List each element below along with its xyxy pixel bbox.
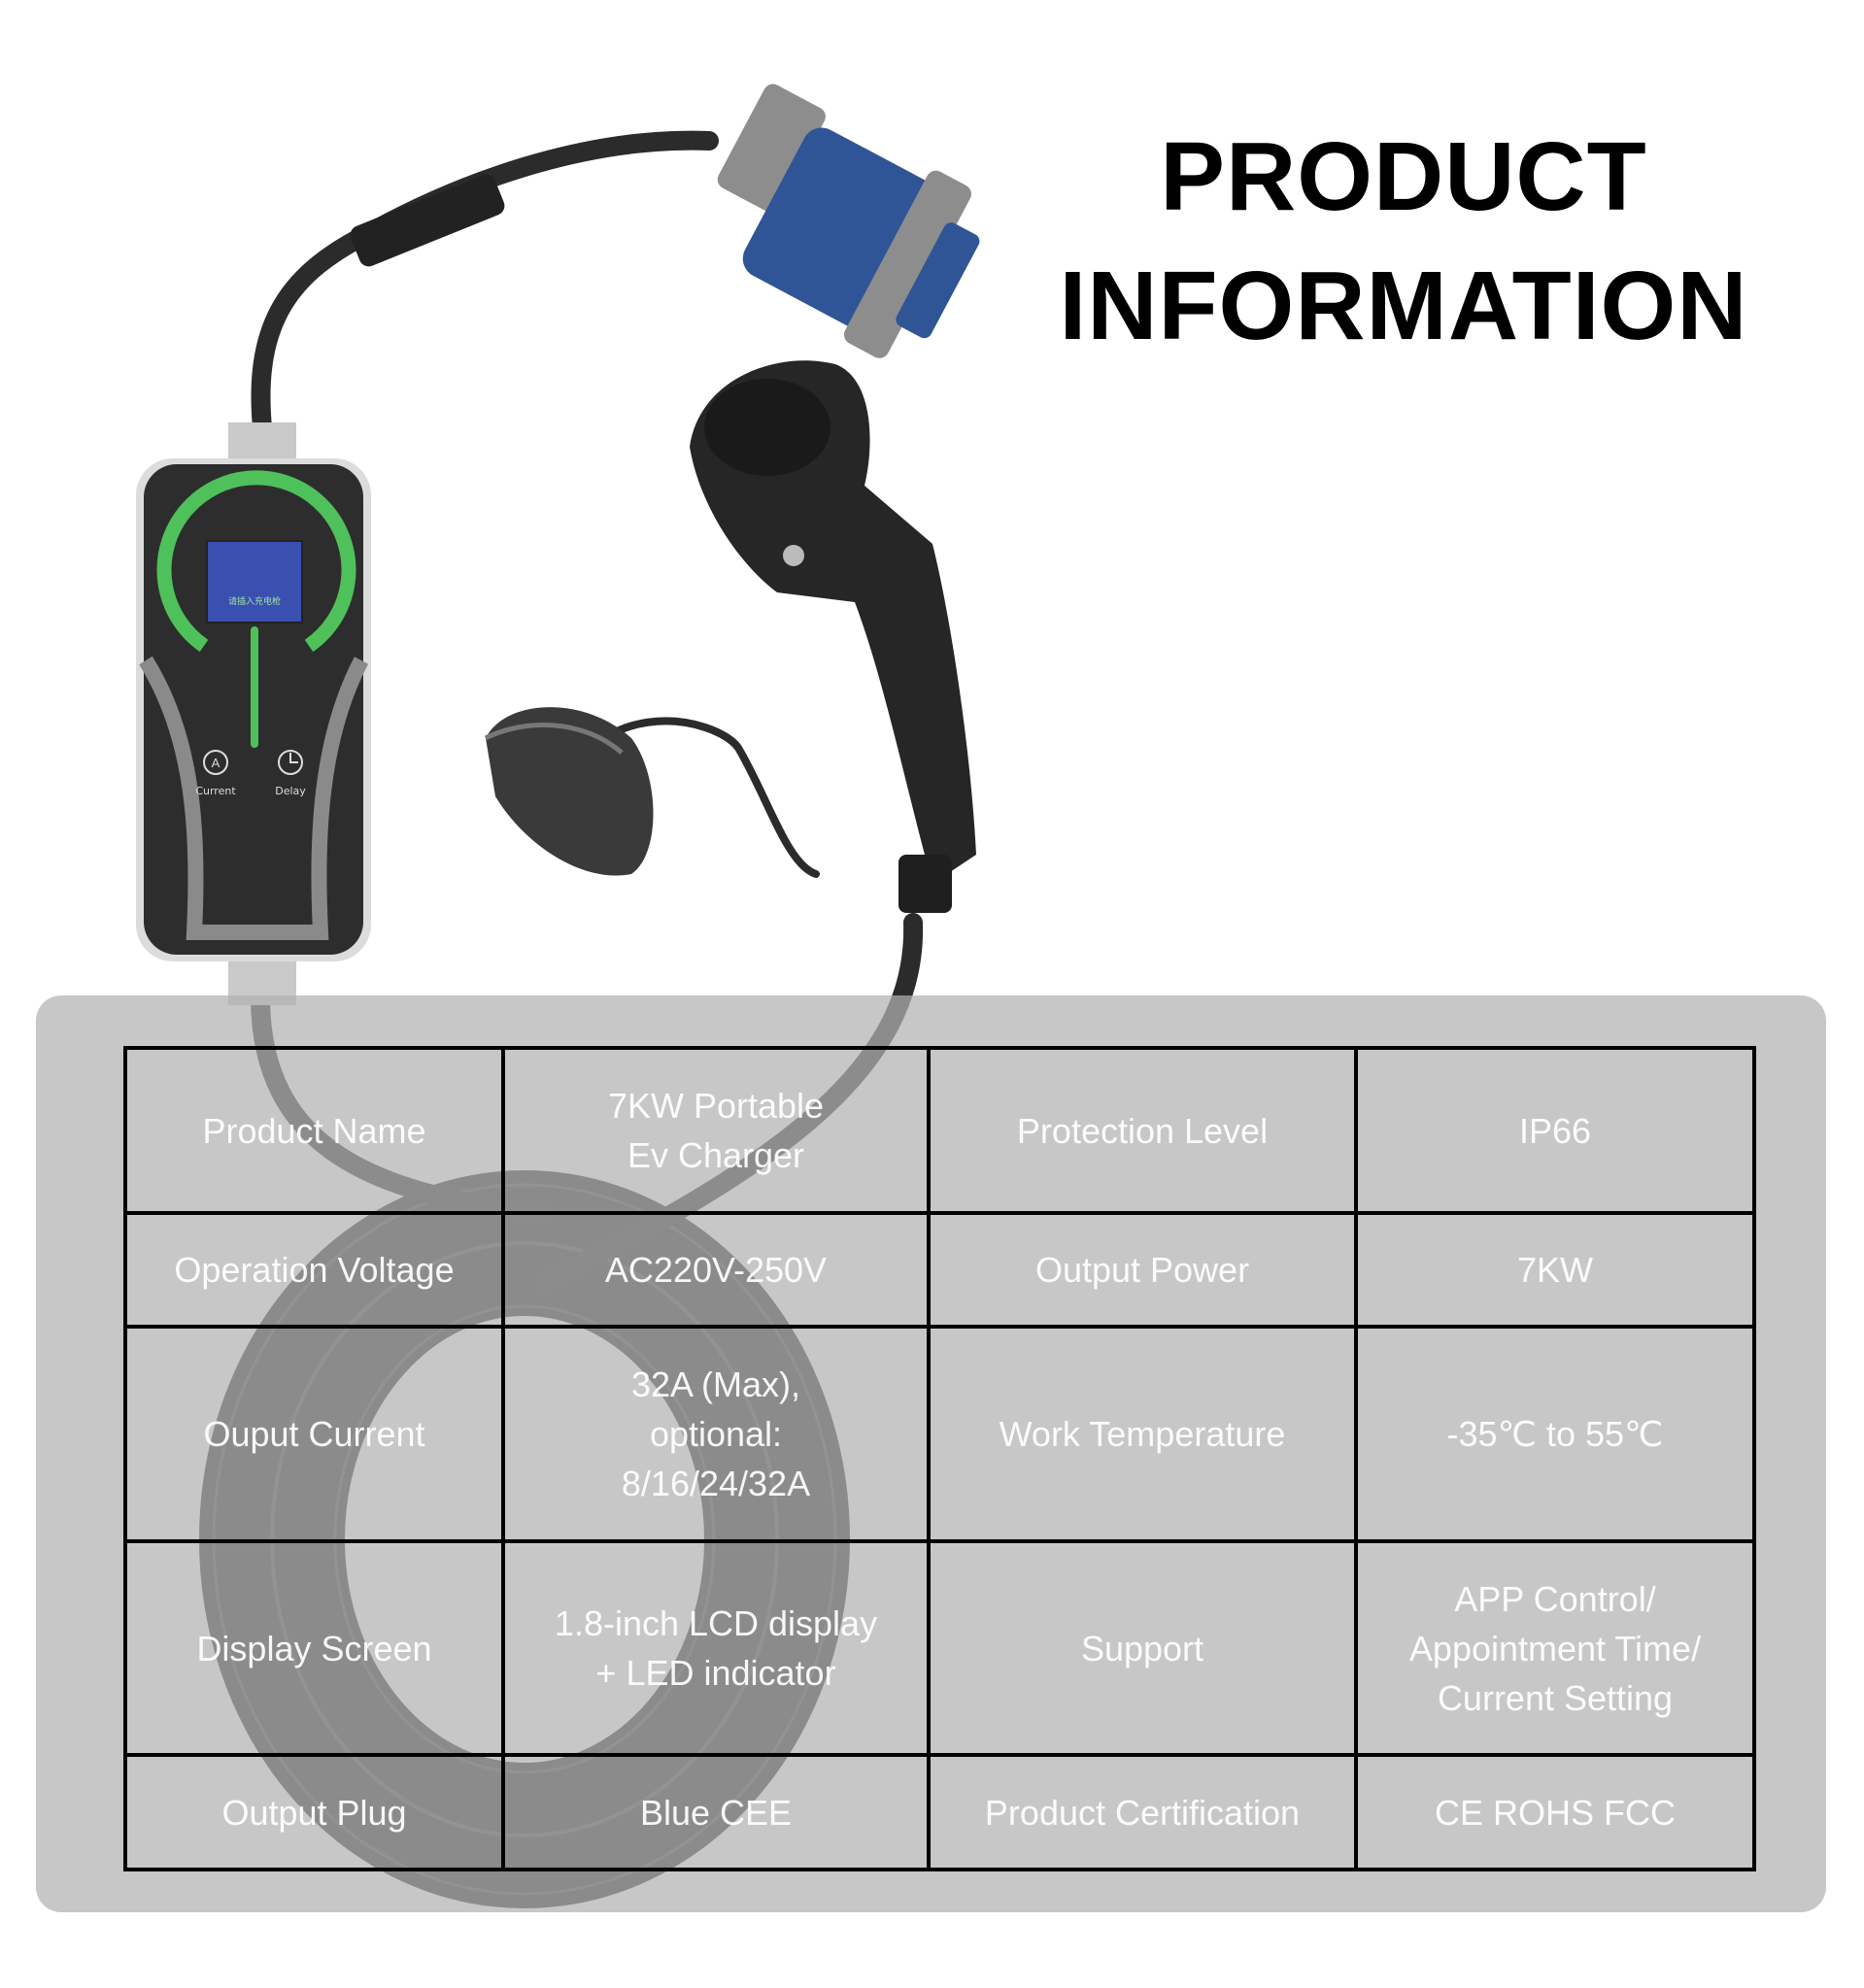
table-row: Ouput Current 32A (Max), optional: 8/16/… (123, 1325, 1756, 1543)
spec-label: Output Power (927, 1211, 1358, 1329)
spec-label: Work Temperature (927, 1325, 1358, 1543)
spec-label: Output Plug (123, 1753, 505, 1871)
table-row: Display Screen 1.8-inch LCD display + LE… (123, 1539, 1756, 1757)
clock-icon[interactable] (278, 750, 303, 775)
table-row: Output Plug Blue CEE Product Certificati… (123, 1753, 1756, 1871)
inline-connector (350, 174, 505, 267)
screen-text: 请插入充电枪 (228, 595, 281, 606)
spec-label: Display Screen (123, 1539, 505, 1757)
ampere-icon[interactable] (203, 750, 228, 775)
spec-value: 1.8-inch LCD display + LED indicator (501, 1539, 931, 1757)
spec-value: 7KW (1354, 1211, 1756, 1329)
blue-cee-plug (717, 84, 980, 358)
spec-value: AC220V-250V (501, 1211, 931, 1329)
current-button-label: Current (195, 785, 236, 797)
spec-label: Product Name (123, 1046, 505, 1215)
spec-value: Blue CEE (501, 1753, 931, 1871)
page-title-line2: INFORMATION (1059, 252, 1748, 360)
table-row: Product Name 7KW Portable Ev Charger Pro… (123, 1046, 1756, 1215)
spec-label: Product Certification (927, 1753, 1358, 1871)
delay-button-label: Delay (275, 785, 306, 797)
table-row: Operation Voltage AC220V-250V Output Pow… (123, 1211, 1756, 1329)
spec-label: Support (927, 1539, 1358, 1757)
page-title-line1: PRODUCT (1160, 122, 1647, 231)
charging-gun (690, 360, 976, 913)
spec-value: CE ROHS FCC (1354, 1753, 1756, 1871)
spec-value: 7KW Portable Ev Charger (501, 1046, 931, 1215)
spec-value: 32A (Max), optional: 8/16/24/32A (501, 1325, 931, 1543)
spec-label: Protection Level (927, 1046, 1358, 1215)
control-box: 请插入充电枪 A Current Delay (136, 422, 371, 1005)
spec-value: -35℃ to 55℃ (1354, 1325, 1756, 1543)
spec-value: APP Control/ Appointment Time/ Current S… (1354, 1539, 1756, 1757)
spec-table: Product Name 7KW Portable Ev Charger Pro… (123, 1046, 1756, 1871)
dust-cap (484, 707, 654, 876)
spec-value: IP66 (1354, 1046, 1756, 1215)
spec-label: Ouput Current (123, 1325, 505, 1543)
svg-text:A: A (212, 756, 220, 770)
spec-label: Operation Voltage (123, 1211, 505, 1329)
